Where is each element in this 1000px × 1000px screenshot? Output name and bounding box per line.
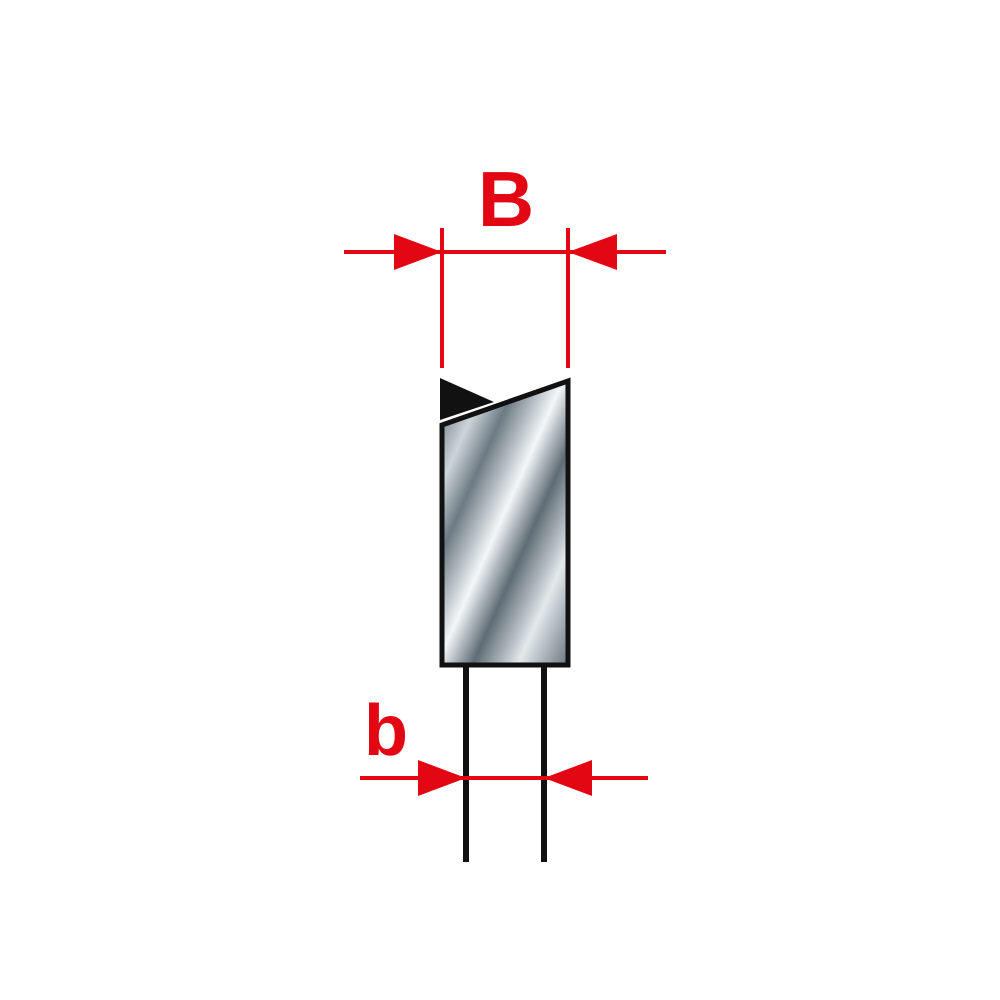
tooth-body <box>439 377 571 668</box>
body-thickness-label: b <box>364 691 408 771</box>
body-thickness-arrow-left-icon <box>418 760 466 796</box>
tooth-width-dimension: B <box>344 155 666 368</box>
carbide-tip-icon <box>440 378 494 420</box>
blade-body <box>463 665 547 862</box>
body-thickness-dimension: b <box>360 691 648 796</box>
tooth-width-arrow-right-icon <box>568 234 617 270</box>
saw-tooth <box>439 377 571 668</box>
body-thickness-arrow-right-icon <box>544 760 592 796</box>
tooth-width-label: B <box>478 155 534 243</box>
tooth-width-arrow-left-icon <box>394 234 442 270</box>
